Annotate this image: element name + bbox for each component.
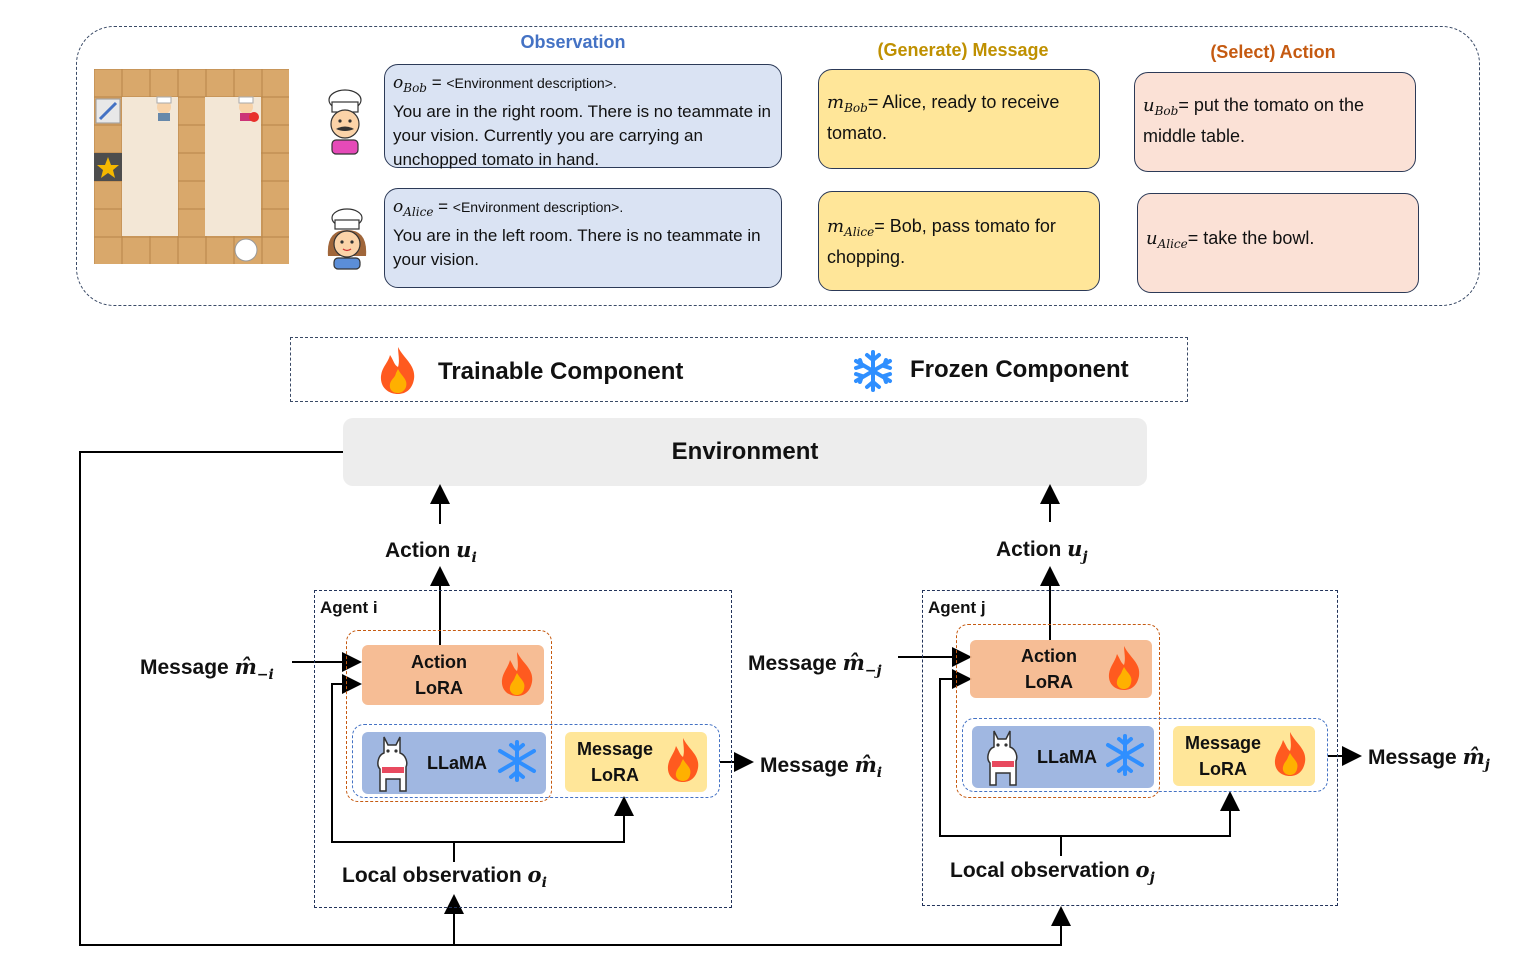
snowflake-icon — [854, 350, 892, 392]
agent-j-msg-in-label: Message m̂−j — [748, 650, 882, 679]
fire-icon — [380, 347, 415, 394]
example-panel — [76, 26, 1480, 306]
agent-i-msg-out-sym: m̂ — [854, 752, 877, 777]
bob-act-text: = put the tomato on the middle table. — [1143, 95, 1364, 146]
agent-j-msg-out-sym: m̂ — [1462, 744, 1485, 769]
agent-i-msg-out-text: Message — [760, 754, 855, 777]
agent-j-message-lora-label: Message LoRA — [1184, 733, 1262, 779]
alice-message-box: mAlice= Bob, pass tomato for chopping. — [818, 191, 1100, 291]
agent-j-msg-out-label: Message m̂j — [1368, 744, 1490, 773]
agent-j-action-sym: u — [1067, 536, 1083, 561]
bob-obs-text: You are in the right room. There is no t… — [393, 102, 771, 169]
legend-frozen-label: Frozen Component — [910, 356, 1129, 383]
agent-j-obs-sub: j — [1149, 870, 1155, 886]
header-action: (Select) Action — [1210, 42, 1336, 62]
agent-i-message-lora-label: Message LoRA — [576, 739, 654, 785]
bob-obs-desc: <Environment description>. — [446, 75, 617, 91]
agent-j-label: Agent j — [928, 598, 986, 617]
agent-i-msg-in-sub: −i — [256, 667, 274, 683]
agent-i-message-path — [352, 724, 720, 798]
agent-j-obs-text: Local observation — [950, 859, 1136, 882]
agent-i-msg-out-sub: i — [876, 765, 883, 781]
agent-j-action-lora-label: Action LoRA — [1021, 646, 1077, 692]
agent-i-action-path — [346, 630, 552, 802]
fire-icon — [1274, 732, 1306, 776]
alice-obs-text: You are in the left room. There is no te… — [393, 226, 761, 269]
agent-i-action-label: Action ui — [385, 537, 477, 566]
agent-j-obs-label: Local observation oj — [950, 857, 1155, 886]
bob-msg-sub: Bob — [844, 101, 868, 115]
agent-i-box — [314, 590, 732, 908]
snowflake-icon — [1106, 734, 1144, 776]
snowflake-icon — [498, 740, 536, 782]
header-observation: Observation — [520, 32, 626, 52]
agent-j-msg-in-sub: −j — [864, 663, 882, 679]
agent-j-box — [922, 590, 1338, 906]
agent-i-msg-out-label: Message m̂i — [760, 752, 882, 781]
agent-i-llama-label: LLaMA — [427, 753, 487, 773]
agent-i-obs-sym: o — [527, 862, 542, 887]
alice-action-box: uAlice= take the bowl. — [1137, 193, 1419, 293]
agent-j-obs-sym: o — [1135, 857, 1150, 882]
agent-i-obs-label: Local observation oi — [342, 862, 547, 891]
alice-act-symbol: u — [1146, 228, 1158, 249]
alice-msg-sub: Alice — [844, 225, 875, 239]
agent-i-msg-in-label: Message m̂−i — [140, 654, 274, 683]
agent-j-msg-in-text: Message — [748, 652, 843, 675]
bob-act-sub: Bob — [1154, 104, 1179, 118]
agent-i-obs-sub: i — [541, 875, 547, 891]
environment-box: Environment — [343, 418, 1147, 486]
llama-icon — [987, 730, 1018, 786]
bob-obs-symbol: o — [393, 73, 404, 93]
bob-observation-box: oBob = <Environment description>. You ar… — [384, 64, 782, 169]
alice-observation-box: oAlice = <Environment description>. You … — [384, 188, 782, 288]
header-message: (Generate) Message — [877, 40, 1049, 60]
agent-j-action-text: Action — [996, 538, 1068, 561]
alice-act-text: = take the bowl. — [1187, 228, 1315, 248]
legend-trainable-label: Trainable Component — [438, 358, 684, 385]
legend — [290, 337, 1188, 402]
agent-i-action-lora-label: Action LoRA — [411, 652, 467, 698]
agent-j-message-path — [962, 718, 1328, 792]
fire-icon — [501, 652, 533, 696]
alice-act-sub: Alice — [1157, 237, 1188, 251]
fire-icon — [667, 738, 699, 782]
agent-j-action-sub: j — [1082, 549, 1088, 565]
alice-obs-symbol: o — [393, 197, 404, 217]
chef-mustache-icon — [328, 89, 362, 155]
bob-obs-sub: Bob — [403, 81, 427, 95]
bob-msg-symbol: m — [827, 92, 845, 113]
bob-act-symbol: u — [1143, 95, 1155, 116]
agent-i-action-sub: i — [471, 550, 477, 566]
bob-obs-eq: = — [426, 73, 447, 92]
agent-j-msg-out-sub: j — [1484, 757, 1490, 773]
alice-obs-sub: Alice — [403, 205, 434, 219]
agent-i-msg-in-text: Message — [140, 656, 235, 679]
agent-i-obs-text: Local observation — [342, 864, 528, 887]
llama-icon — [377, 736, 408, 792]
bob-message-box: mBob= Alice, ready to receive tomato. — [818, 69, 1100, 169]
agent-i-action-sym: u — [456, 537, 472, 562]
agent-j-llama-label: LLaMA — [1037, 747, 1097, 767]
agent-i-action-text: Action — [385, 539, 457, 562]
agent-i-msg-in-sym: m̂ — [234, 654, 257, 679]
agent-j-action-path — [956, 624, 1160, 798]
bob-msg-text: = Alice, ready to receive tomato. — [827, 92, 1060, 143]
bob-action-box: uBob= put the tomato on the middle table… — [1134, 72, 1416, 172]
alice-msg-symbol: m — [827, 216, 845, 237]
agent-j-msg-out-text: Message — [1368, 746, 1463, 769]
alice-msg-text: = Bob, pass tomato for chopping. — [827, 216, 1056, 267]
agent-j-action-label: Action uj — [996, 536, 1088, 565]
alice-obs-desc: <Environment description>. — [452, 199, 624, 215]
agent-i-label: Agent i — [320, 598, 378, 617]
chef-girl-icon — [327, 208, 367, 270]
kitchen-map — [94, 69, 289, 264]
alice-obs-eq: = — [433, 197, 453, 216]
fire-icon — [1108, 646, 1140, 690]
agent-j-msg-in-sym: m̂ — [842, 650, 865, 675]
